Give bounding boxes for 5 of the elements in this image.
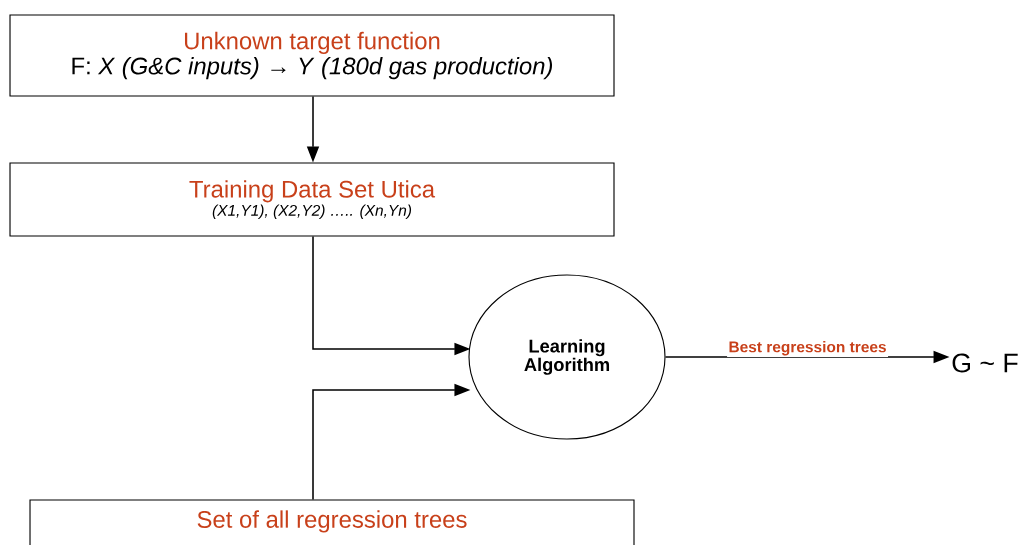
process-box: Unknown target function F: X (G&C inputs) → Y (180d gas production) xyxy=(9,14,615,97)
process-box: Set of all regression trees xyxy=(29,499,635,545)
output-text: G ~ F xyxy=(952,353,1018,373)
edge-label: Best regression trees xyxy=(727,339,889,357)
process-box: Training Data Set Utica (X1,Y1), (X2,Y2) ….. (Xn,Yn) xyxy=(9,162,615,237)
